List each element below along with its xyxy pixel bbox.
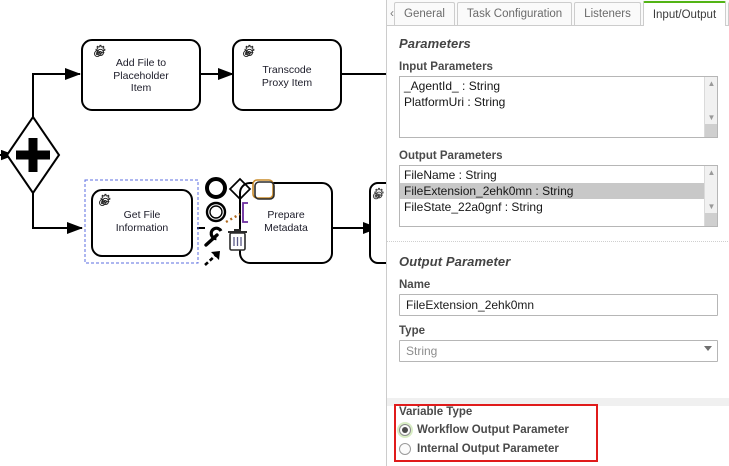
append-gateway-icon: [228, 177, 252, 201]
task-get-file-information: [84, 179, 199, 264]
input-parameters-list[interactable]: _AgentId_ : String PlatformUri : String …: [399, 76, 718, 138]
tab-listeners[interactable]: Listeners: [574, 2, 641, 25]
variable-type-highlight-box: [394, 404, 598, 462]
connect-icon: [204, 251, 220, 266]
output-parameter-group-title: Output Parameter: [399, 254, 511, 269]
input-list-scrollbar[interactable]: ▲ ▼: [704, 77, 717, 137]
scroll-up-icon[interactable]: ▲: [707, 79, 716, 88]
type-label: Type: [399, 325, 425, 337]
radio-internal-output-parameter[interactable]: Internal Output Parameter: [399, 440, 569, 457]
radio-icon[interactable]: [399, 442, 411, 455]
task-add-file: [81, 39, 201, 111]
append-intermediate-event-icon: [205, 201, 227, 223]
scroll-down-icon[interactable]: ▼: [707, 113, 716, 122]
scroll-down-icon[interactable]: ▼: [707, 202, 716, 211]
radio-icon-checked[interactable]: [399, 423, 411, 436]
list-item[interactable]: FileName : String: [404, 168, 497, 182]
type-select[interactable]: String: [399, 340, 718, 362]
list-item[interactable]: _AgentId_ : String: [404, 79, 501, 93]
type-select-wrapper: String: [399, 340, 718, 362]
wrench-icon: [204, 226, 223, 247]
parallel-gateway: [5, 115, 61, 195]
gear-icon: [243, 44, 255, 57]
scroll-thumb[interactable]: [705, 124, 717, 137]
output-parameters-list[interactable]: FileName : String FileExtension_2ehk0mn …: [399, 165, 718, 227]
variable-type-group: Variable Type Workflow Output Parameter …: [399, 406, 569, 457]
tab-scroll-left-icon[interactable]: ‹: [390, 6, 394, 20]
gear-icon: [99, 193, 111, 206]
radio-label: Workflow Output Parameter: [417, 423, 569, 436]
name-input[interactable]: [399, 294, 718, 316]
task-next-partial: [369, 182, 386, 264]
output-parameters-label: Output Parameters: [399, 150, 503, 162]
append-end-event-icon: [205, 177, 227, 199]
tab-input-output[interactable]: Input/Output: [642, 1, 727, 26]
output-parameter-group: Output Parameter Name Type String: [387, 242, 729, 378]
tab-general[interactable]: General: [394, 2, 455, 25]
gear-icon: [94, 44, 106, 57]
scroll-up-icon[interactable]: ▲: [707, 168, 716, 177]
tab-task-configuration[interactable]: Task Configuration: [456, 2, 573, 25]
panel-divider: [387, 398, 729, 406]
name-label: Name: [399, 279, 431, 291]
list-item[interactable]: FileState_22a0gnf : String: [404, 200, 543, 214]
list-item[interactable]: PlatformUri : String: [404, 95, 506, 109]
bpmn-diagram-svg: [0, 39, 386, 266]
task-prepare-metadata: [239, 182, 333, 264]
parameters-group-title: Parameters: [399, 36, 471, 51]
list-item-selected[interactable]: FileExtension_2ehk0mn : String: [400, 183, 704, 199]
output-list-scrollbar[interactable]: ▲ ▼: [704, 166, 717, 226]
parameters-group: Parameters Input Parameters _AgentId_ : …: [387, 26, 729, 242]
radio-workflow-output-parameter[interactable]: Workflow Output Parameter: [399, 421, 569, 438]
input-parameters-label: Input Parameters: [399, 61, 493, 73]
append-connect-dots: [225, 212, 241, 224]
properties-tabbar: ‹ General Task Configuration Listeners I…: [387, 0, 729, 26]
delete-icon: [228, 229, 247, 251]
context-pad: [204, 177, 275, 266]
gear-icon: [372, 187, 384, 200]
radio-label: Internal Output Parameter: [417, 442, 559, 455]
properties-panel: ‹ General Task Configuration Listeners I…: [386, 0, 729, 466]
task-transcode: [232, 39, 342, 111]
scroll-thumb[interactable]: [705, 213, 717, 226]
variable-type-label: Variable Type: [399, 406, 473, 418]
bpmn-canvas[interactable]: Add File to Placeholder Item Transcode P…: [0, 0, 386, 466]
append-task-icon: [252, 179, 274, 199]
selection-outline: [84, 179, 199, 264]
